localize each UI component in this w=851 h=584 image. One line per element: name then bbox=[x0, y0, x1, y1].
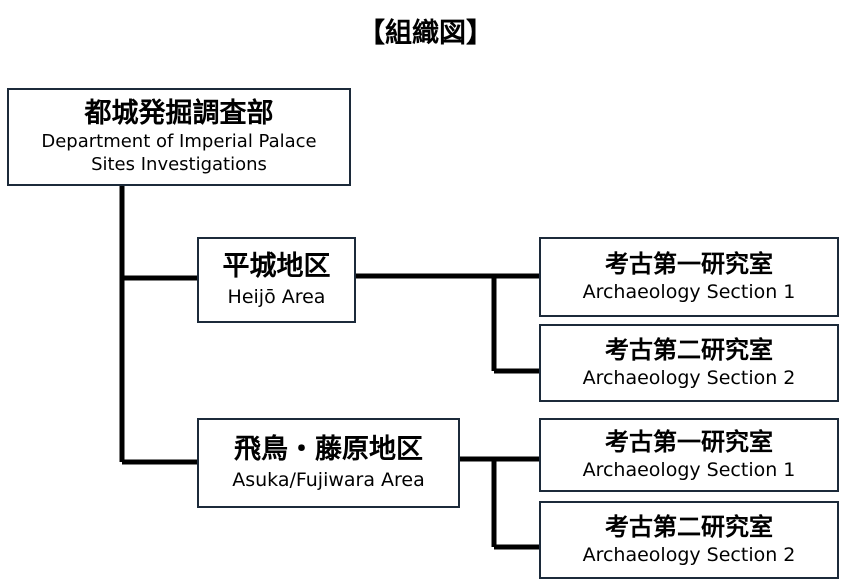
section-name-jp: 考古第一研究室 bbox=[605, 428, 773, 456]
department-name-jp: 都城発掘調査部 bbox=[84, 98, 274, 129]
department-node: 都城発掘調査部 Department of Imperial Palace Si… bbox=[7, 88, 351, 186]
department-name-en-line2: Sites Investigations bbox=[91, 154, 267, 175]
section-name-jp: 考古第二研究室 bbox=[605, 336, 773, 364]
department-name-en-line1: Department of Imperial Palace bbox=[41, 131, 317, 152]
area-name-en: Asuka/Fujiwara Area bbox=[232, 469, 425, 491]
section-name-en: Archaeology Section 1 bbox=[582, 281, 796, 303]
section-name-en: Archaeology Section 2 bbox=[582, 544, 796, 566]
area-name-jp: 飛鳥・藤原地区 bbox=[234, 434, 423, 465]
section-name-en: Archaeology Section 1 bbox=[582, 459, 796, 481]
section-name-jp: 考古第一研究室 bbox=[605, 250, 773, 278]
section-name-jp: 考古第二研究室 bbox=[605, 513, 773, 541]
area-node-asuka-fujiwara: 飛鳥・藤原地区 Asuka/Fujiwara Area bbox=[197, 418, 460, 508]
area-name-en: Heijō Area bbox=[227, 286, 326, 308]
section-node-heijo-1: 考古第一研究室 Archaeology Section 1 bbox=[539, 237, 839, 317]
section-name-en: Archaeology Section 2 bbox=[582, 367, 796, 389]
section-node-asuka-1: 考古第一研究室 Archaeology Section 1 bbox=[539, 418, 839, 492]
section-node-heijo-2: 考古第二研究室 Archaeology Section 2 bbox=[539, 324, 839, 402]
diagram-title: 【組織図】 bbox=[358, 18, 493, 49]
area-name-jp: 平城地区 bbox=[222, 251, 331, 282]
section-node-asuka-2: 考古第二研究室 Archaeology Section 2 bbox=[539, 501, 839, 579]
area-node-heijo: 平城地区 Heijō Area bbox=[197, 237, 356, 323]
